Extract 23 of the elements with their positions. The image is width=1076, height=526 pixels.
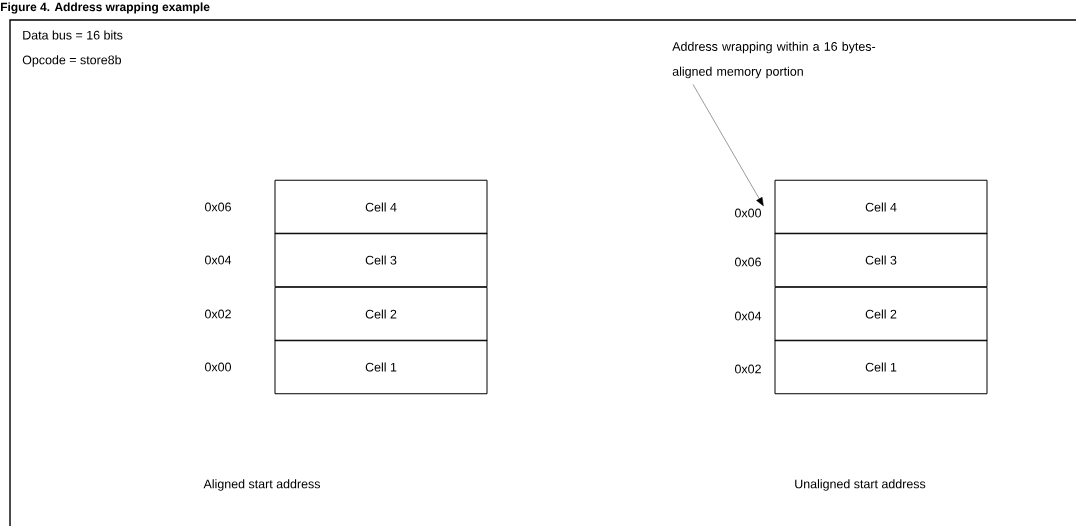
note-text: Address wrapping within a 16 bytes-aligned memory portion	[672, 41, 876, 79]
address-label: 0x02	[205, 309, 231, 319]
caption-text: Unaligned start address	[795, 479, 926, 491]
spec-text: Opcode = store8b	[22, 55, 121, 67]
memory-cell: Cell 2	[774, 286, 988, 342]
address-label: 0x06	[735, 257, 761, 267]
caption-text: Aligned start address	[203, 479, 321, 491]
address-label: 0x04	[735, 311, 762, 321]
address-label: 0x06	[205, 202, 231, 212]
figure-title: Figure 4. Address wrapping example	[1, 2, 210, 14]
memory-cell: Cell 4	[274, 179, 488, 235]
memory-cell: Cell 1	[274, 339, 488, 395]
address-label: 0x00	[205, 362, 231, 372]
memory-cell: Cell 1	[774, 339, 988, 395]
memory-cell: Cell 3	[774, 232, 988, 288]
spec-text: Data bus = 16 bits	[23, 30, 123, 40]
leader-arrow	[692, 84, 764, 207]
memory-cell: Cell 3	[274, 232, 488, 288]
address-label: 0x02	[735, 364, 761, 374]
address-label: 0x04	[205, 255, 232, 265]
memory-cell: Cell 4	[774, 179, 988, 235]
memory-cell: Cell 2	[274, 286, 488, 342]
address-label: 0x00	[735, 208, 761, 218]
